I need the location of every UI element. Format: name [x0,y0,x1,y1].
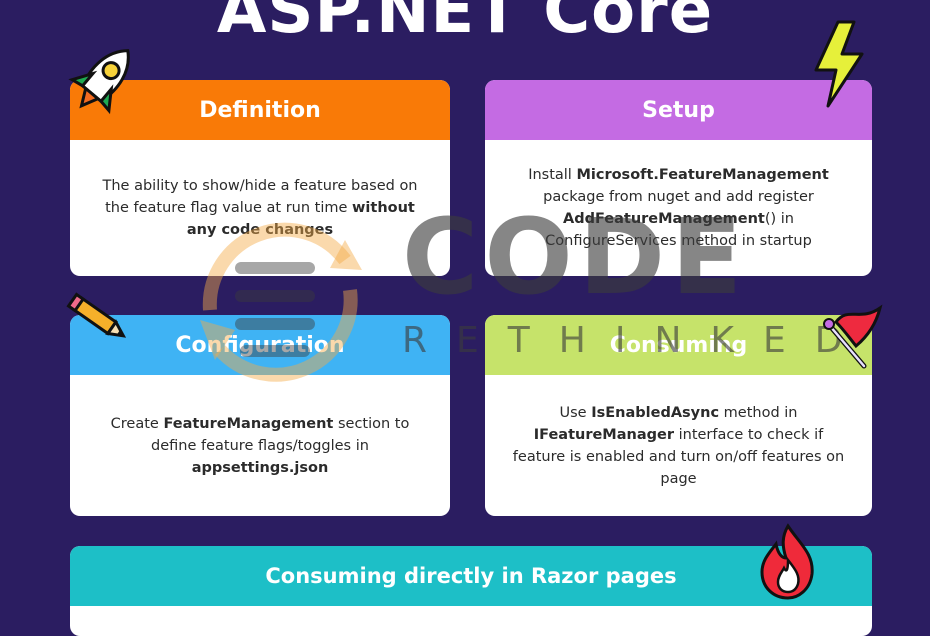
configuration-heading: Configuration [70,315,450,375]
consuming-interface-name: IFeatureManager [533,426,674,443]
setup-method-name: AddFeatureManagement [562,211,765,227]
definition-heading: Definition [70,80,450,140]
pencil-icon [66,292,127,338]
razor-heading: Consuming directly in Razor pages [70,546,872,606]
configuration-text-1: Create [110,415,164,432]
consuming-text-2: method in [719,404,798,421]
definition-emphasis: without any code changes [186,200,415,238]
definition-body: The ability to show/hide a feature based… [70,140,450,276]
configuration-section-name: FeatureManagement [163,415,334,432]
setup-body: Install Microsoft.FeatureManagement pack… [485,140,872,276]
configuration-body: Create FeatureManagement section to defi… [70,375,450,516]
setup-card: Setup Install Microsoft.FeatureManagemen… [485,80,872,276]
configuration-card: Configuration Create FeatureManagement s… [70,315,450,516]
page-title: ASP.NET Core [216,0,714,48]
consuming-card: Consuming Use IsEnabledAsync method in I… [485,315,872,516]
consuming-body: Use IsEnabledAsync method in IFeatureMan… [485,375,872,516]
definition-text: The ability to show/hide a feature based… [102,178,418,216]
lightning-icon [814,20,864,108]
configuration-file-name: appsettings.json [191,459,329,476]
rocket-icon [68,49,130,115]
definition-card: Definition The ability to show/hide a fe… [70,80,450,276]
setup-text-3: () in ConfigureServices method in startu… [545,211,812,249]
setup-package-name: Microsoft.FeatureManagement [576,167,829,183]
configuration-text-2: section to define feature flags/toggles … [151,415,410,454]
consuming-method-name: IsEnabledAsync [591,404,720,421]
consuming-text-3: interface to check if feature is enabled… [512,426,845,487]
fire-icon [760,523,814,600]
setup-heading: Setup [485,80,872,140]
consuming-text-1: Use [559,404,592,421]
flag-icon [823,304,883,369]
consuming-heading: Consuming [485,315,872,375]
setup-text-1: Install [528,167,577,183]
setup-text-2: package from nuget and add register [543,189,814,205]
